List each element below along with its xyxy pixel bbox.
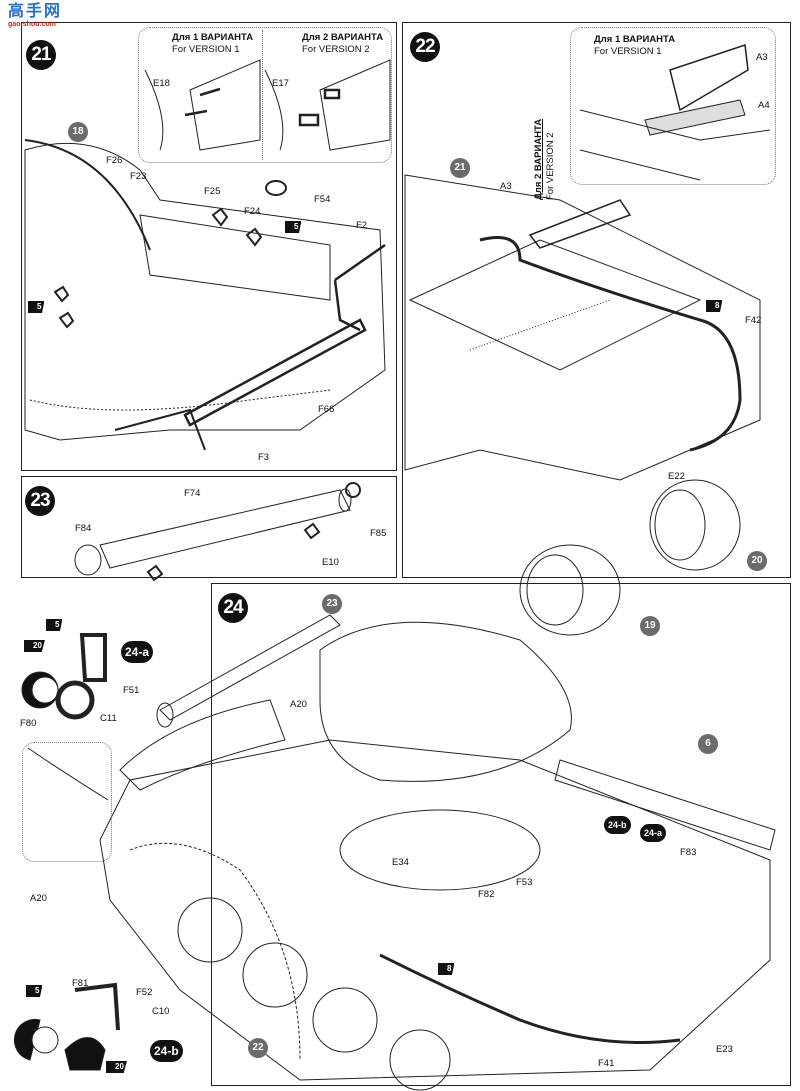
step-22-panel	[402, 22, 791, 578]
step-number-22: 22	[410, 32, 440, 62]
part-label: F25	[204, 186, 221, 197]
part-label: F51	[123, 685, 140, 696]
version-inset-22	[570, 27, 776, 185]
paint-star-badge: 5	[26, 985, 43, 997]
version-2-ru: Для 2 ВАРИАНТА	[533, 118, 544, 200]
paint-star-badge: 20	[106, 1061, 127, 1073]
watermark-url: gao-shou.com	[8, 21, 56, 28]
ref-step-circle: 18	[68, 122, 88, 142]
step-24-panel	[211, 583, 791, 1086]
part-label: E34	[392, 857, 409, 868]
version-inset-21	[138, 27, 392, 163]
part-label: F80	[20, 718, 37, 729]
tank-hull-drawing	[99, 739, 771, 1081]
part-label: F42	[745, 315, 762, 326]
ref-step-circle: 19	[640, 616, 660, 636]
part-label: A20	[30, 893, 47, 904]
part-label: F3	[258, 452, 270, 463]
part-label: E23	[716, 1044, 733, 1055]
part-label: F54	[314, 194, 331, 205]
ref-step-circle: 6	[698, 734, 718, 754]
part-label: F26	[106, 155, 123, 166]
part-label: F23	[130, 171, 147, 182]
part-label: A3	[756, 52, 768, 63]
part-label: F84	[75, 523, 92, 534]
part-label: F74	[184, 488, 201, 499]
part-label: F41	[598, 1058, 615, 1069]
part-label: A3	[500, 181, 512, 192]
ref-step-circle: 20	[747, 551, 767, 571]
part-label: F85	[370, 528, 387, 539]
paint-star-badge: 8	[706, 300, 723, 312]
version-1-en: For VERSION 1	[594, 46, 662, 57]
sub-step-ref-24a: 24-a	[640, 824, 667, 842]
detail-inset-24a	[22, 742, 112, 862]
version-1-ru: Для 1 ВАРИАНТА	[172, 32, 254, 43]
step-23-panel	[21, 476, 397, 578]
part-f66-drawing	[183, 318, 367, 427]
paint-star-badge: 8	[438, 963, 455, 975]
watermark-text: 高手网	[8, 3, 63, 20]
paint-star-badge: 5	[46, 619, 63, 631]
paint-star-badge: 5	[285, 221, 302, 233]
part-f74-drawing	[99, 489, 351, 569]
part-label: C11	[100, 713, 117, 724]
step-number-23: 23	[25, 486, 55, 516]
ref-step-circle: 22	[248, 1038, 268, 1058]
part-label: F82	[478, 889, 495, 900]
cable-f42-drawing	[479, 236, 742, 452]
sub-step-ref-24b: 24-b	[604, 816, 631, 834]
version-1-en: For VERSION 1	[172, 44, 240, 55]
watermark-logo: 高手网 gao-shou.com	[8, 3, 63, 29]
step-number-24: 24	[218, 593, 248, 623]
part-label: F81	[72, 978, 89, 989]
step-21-panel	[21, 22, 397, 471]
part-label: C10	[152, 1006, 170, 1017]
part-label: F52	[136, 987, 153, 998]
step-number-21: 21	[26, 40, 56, 70]
part-label: E18	[153, 78, 170, 89]
sub-step-24a: 24-a	[121, 641, 154, 663]
part-label: A4	[758, 100, 770, 111]
sub-step-24b: 24-b	[150, 1040, 183, 1062]
inset-divider	[262, 30, 263, 160]
version-2-en: For VERSION 2	[302, 44, 370, 55]
turret-drawing	[319, 621, 572, 782]
ref-step-circle: 21	[450, 158, 470, 178]
version-2-en: For VERSION 2	[545, 132, 556, 200]
gun-barrel-drawing	[554, 759, 776, 851]
part-label: F24	[244, 206, 261, 217]
part-label: F66	[318, 404, 335, 415]
version-2-ru: Для 2 ВАРИАНТА	[302, 32, 384, 43]
paint-star-badge: 20	[24, 640, 45, 652]
part-label: F83	[680, 847, 697, 858]
part-label: E10	[322, 557, 339, 568]
ref-step-circle: 23	[322, 594, 342, 614]
version-1-ru: Для 1 ВАРИАНТА	[594, 34, 676, 45]
hull-rear-drawing	[24, 142, 386, 441]
part-label: E22	[668, 471, 685, 482]
part-label: F53	[516, 877, 533, 888]
paint-star-badge: 5	[28, 301, 45, 313]
part-label: F2	[356, 220, 368, 231]
part-label: E17	[272, 78, 289, 89]
part-label: A20	[290, 699, 307, 710]
